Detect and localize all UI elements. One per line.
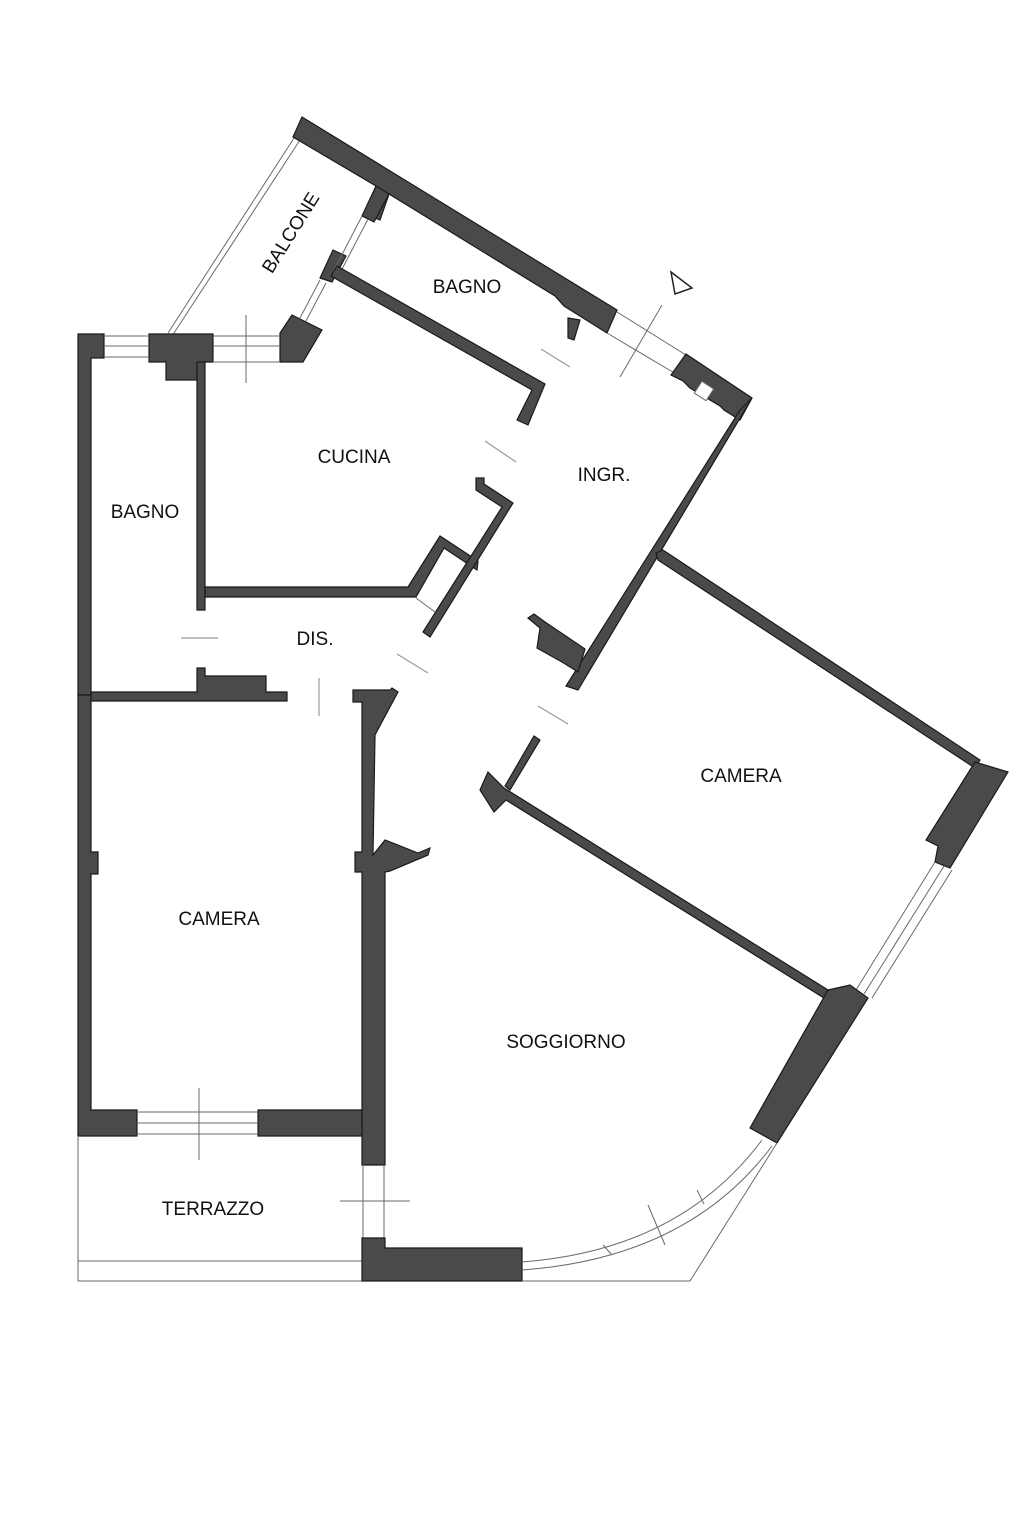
wall-soggiorno-right xyxy=(749,984,869,1144)
balcony-outline xyxy=(167,134,301,337)
camera-right-window xyxy=(855,861,953,999)
room-label-dis: DIS. xyxy=(297,629,334,650)
wall-niche xyxy=(693,380,715,402)
wall-balcony-pillar-2 xyxy=(319,249,347,283)
balcony-window xyxy=(299,215,369,322)
soggiorno-curved-window xyxy=(521,1139,773,1271)
room-label-bagno-top: BAGNO xyxy=(433,277,502,298)
wall-camera-left-bottom xyxy=(257,1109,363,1137)
room-label-ingresso: INGR. xyxy=(578,465,631,486)
room-label-camera-right: CAMERA xyxy=(700,766,782,787)
wall-camera-right-door-jamb-top xyxy=(526,613,586,673)
wall-bagno-stub xyxy=(567,317,581,341)
room-label-balcone: BALCONE xyxy=(258,189,324,277)
wall-cucina-top xyxy=(330,265,546,426)
wall-balcony-pillar-1 xyxy=(361,185,390,223)
camera-left-window xyxy=(137,1088,258,1160)
room-label-terrazzo: TERRAZZO xyxy=(162,1199,264,1220)
cucina-window-gap xyxy=(415,597,436,613)
wall-top-diagonal xyxy=(292,116,618,334)
room-label-bagno-left: BAGNO xyxy=(111,502,180,523)
wall-dis-bottom-left xyxy=(90,667,288,702)
wall-cucina-bottom xyxy=(204,535,479,598)
wall-soggiorno-bottom xyxy=(361,1237,523,1282)
wall-bagno-cucina xyxy=(196,361,206,611)
wall-balcony-corner xyxy=(279,314,323,363)
wall-left-exterior xyxy=(77,694,138,1137)
triangle-entry-icon xyxy=(669,270,694,296)
wall-camera-right-door-jamb-bottom xyxy=(504,735,541,791)
wall-top-left-corner xyxy=(77,333,105,696)
soggiorno-terrace-outline xyxy=(522,1142,778,1282)
wall-ingresso-right xyxy=(565,397,753,691)
wall-dis-bottom-right xyxy=(352,687,431,1166)
wall-cucina-right xyxy=(422,477,514,638)
door-markers xyxy=(181,348,571,725)
top-left-windows xyxy=(104,315,280,383)
terrazzo-outline xyxy=(77,1136,410,1282)
wall-camera-right-corner xyxy=(925,761,1009,869)
entrance-window xyxy=(606,304,687,378)
wall-camera-right-top xyxy=(655,549,981,769)
wall-camera-right-bottom xyxy=(479,770,829,999)
room-label-cucina: CUCINA xyxy=(318,447,391,468)
room-label-soggiorno: SOGGIORNO xyxy=(506,1032,625,1053)
room-label-camera-left: CAMERA xyxy=(178,909,260,930)
